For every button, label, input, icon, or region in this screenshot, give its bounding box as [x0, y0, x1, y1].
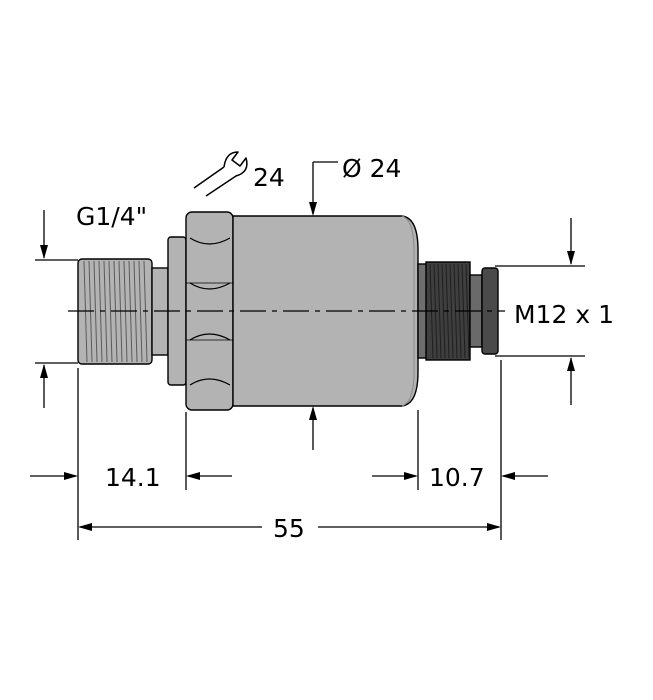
housing-cylinder [232, 215, 419, 407]
thread-line [441, 263, 446, 359]
dim-left-label: 14.1 [105, 463, 161, 492]
thread-g-label: G1/4" [76, 202, 147, 231]
thread-line [437, 263, 442, 359]
dimension-arrows [30, 161, 575, 531]
diameter-label: Ø 24 [342, 154, 401, 183]
thread-line [449, 263, 454, 359]
wrench-size-label: 24 [253, 163, 285, 192]
thread-line [103, 260, 108, 363]
thread-line [108, 260, 113, 363]
dim-total-label: 55 [273, 514, 305, 543]
dim-right-label: 10.7 [429, 463, 485, 492]
wrench-icon [193, 151, 248, 197]
thread-line [93, 260, 98, 363]
thread-line [138, 260, 143, 363]
thread-m-label: M12 x 1 [514, 300, 614, 329]
extension-lines [35, 259, 585, 540]
sensor-assembly [68, 211, 505, 411]
